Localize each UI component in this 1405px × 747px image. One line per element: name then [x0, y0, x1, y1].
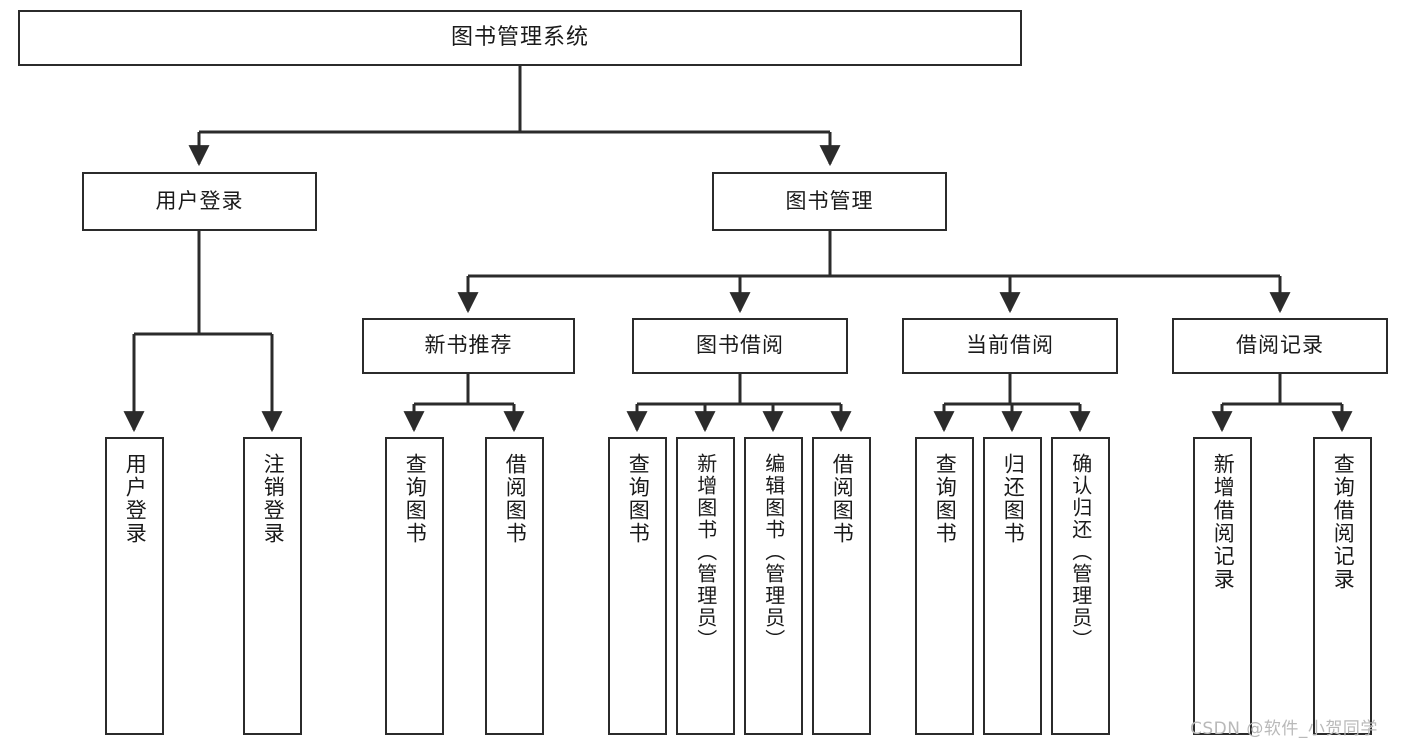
node-user-login[interactable]: 用户登录 — [82, 172, 317, 231]
leaf-borrow-borrow-book[interactable]: 借阅图书 — [812, 437, 871, 735]
leaf-borrow-query-book[interactable]: 查询图书 — [608, 437, 667, 735]
node-root[interactable]: 图书管理系统 — [18, 10, 1022, 66]
leaf-user-login-logout[interactable]: 注销登录 — [243, 437, 302, 735]
node-book-borrow[interactable]: 图书借阅 — [632, 318, 848, 374]
leaf-current-query-book[interactable]: 查询图书 — [915, 437, 974, 735]
node-root-label: 图书管理系统 — [450, 24, 589, 50]
leaf-label: 借阅图书 — [830, 453, 855, 545]
node-user-login-label: 用户登录 — [155, 188, 244, 213]
node-borrow-record[interactable]: 借阅记录 — [1172, 318, 1388, 374]
node-book-management[interactable]: 图书管理 — [712, 172, 947, 231]
leaf-label: 新增图书（管理员） — [693, 453, 718, 651]
node-current-borrow[interactable]: 当前借阅 — [902, 318, 1118, 374]
leaf-current-return-book[interactable]: 归还图书 — [983, 437, 1042, 735]
node-new-book-recommend[interactable]: 新书推荐 — [362, 318, 575, 374]
leaf-label: 查询图书 — [626, 453, 651, 545]
leaf-record-add-record[interactable]: 新增借阅记录 — [1193, 437, 1252, 735]
leaf-borrow-edit-book-admin[interactable]: 编辑图书（管理员） — [744, 437, 803, 735]
leaf-label: 归还图书 — [1001, 453, 1026, 545]
leaf-user-login-signin[interactable]: 用户登录 — [105, 437, 164, 735]
leaf-label: 查询图书 — [403, 453, 428, 545]
leaf-label: 查询借阅记录 — [1331, 453, 1356, 591]
leaf-label: 用户登录 — [123, 453, 148, 545]
leaf-label: 借阅图书 — [503, 453, 528, 545]
node-book-management-label: 图书管理 — [785, 188, 874, 213]
leaf-label: 确认归还（管理员） — [1068, 453, 1093, 651]
leaf-label: 查询图书 — [933, 453, 958, 545]
leaf-label: 编辑图书（管理员） — [761, 453, 786, 651]
leaf-current-confirm-return-admin[interactable]: 确认归还（管理员） — [1051, 437, 1110, 735]
leaf-label: 新增借阅记录 — [1211, 453, 1236, 591]
node-borrow-record-label: 借阅记录 — [1236, 333, 1324, 358]
leaf-new-book-query[interactable]: 查询图书 — [385, 437, 444, 735]
leaf-record-query-record[interactable]: 查询借阅记录 — [1313, 437, 1372, 735]
leaf-label: 注销登录 — [261, 453, 286, 545]
node-book-borrow-label: 图书借阅 — [696, 333, 784, 358]
node-new-book-recommend-label: 新书推荐 — [424, 333, 513, 358]
node-current-borrow-label: 当前借阅 — [966, 333, 1054, 358]
watermark-text: CSDN @软件_小贺同学 — [1190, 719, 1378, 739]
leaf-new-book-borrow[interactable]: 借阅图书 — [485, 437, 544, 735]
leaf-borrow-add-book-admin[interactable]: 新增图书（管理员） — [676, 437, 735, 735]
